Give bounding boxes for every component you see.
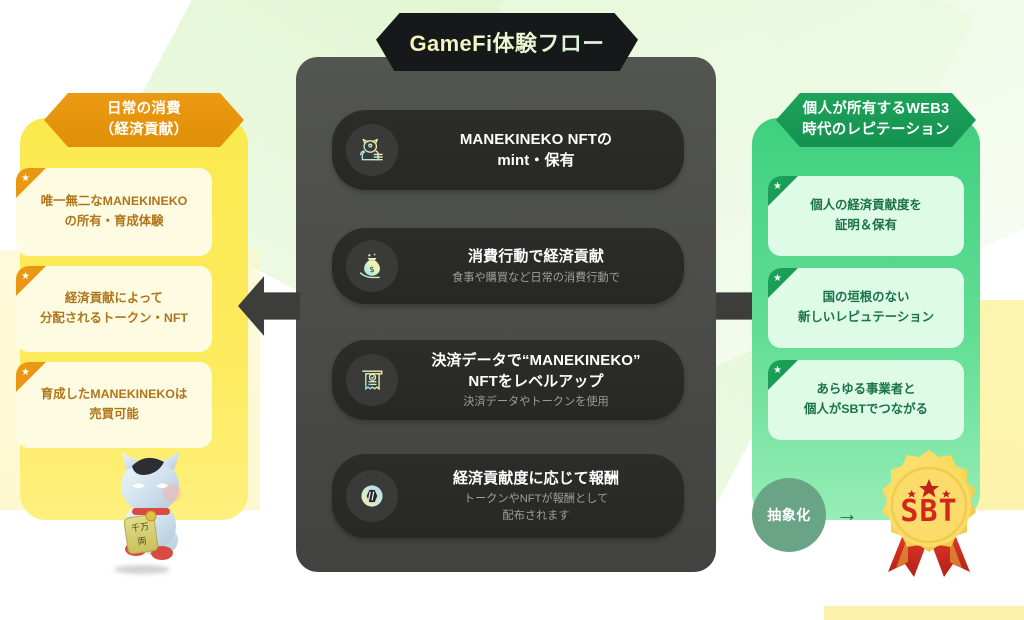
right-card-3[interactable]: ★ あらゆる事業者と 個人がSBTでつながる — [768, 360, 964, 440]
right-card-1-line1: 個人の経済貢献度を — [810, 198, 922, 213]
receipt-check-icon — [346, 354, 398, 406]
step-4-subtitle-line1: トークンやNFTが報酬として — [463, 493, 609, 506]
flow-step-4[interactable]: 経済貢献度に応じて報酬 トークンやNFTが報酬として 配布されます — [332, 454, 684, 538]
sbt-badge: SBT — [868, 448, 990, 578]
step-3-subtitle: 決済データやトークンを使用 — [463, 396, 609, 409]
right-card-2-line2: 新しいレピュテーション — [797, 310, 935, 324]
left-panel-header: 日常の消費 （経済貢献） — [44, 93, 244, 147]
left-card-3[interactable]: ★ 育成したMANEKINEKOは 売買可能 — [16, 362, 212, 448]
flow-step-3-text: 決済データで“MANEKINEKO” NFTをレベルアップ 決済データやトークン… — [398, 350, 684, 411]
step-1-title-line2: mint・保有 — [497, 152, 575, 169]
step-2-subtitle: 食事や購買など日常の消費行動で — [452, 271, 620, 284]
step-1-title-line1: MANEKINEKO NFTの — [459, 130, 613, 148]
right-header-line1: 個人が所有するWEB3 — [802, 100, 950, 117]
left-header-line2: （経済貢献） — [99, 122, 189, 138]
step-2-title: 消費行動で経済貢献 — [468, 248, 604, 266]
flow-step-1-text: MANEKINEKO NFTの mint・保有 — [398, 129, 684, 172]
right-panel-header: 個人が所有するWEB3 時代のレピテーション — [776, 93, 976, 147]
right-card-1[interactable]: ★ 個人の経済貢献度を 証明＆保有 — [768, 176, 964, 256]
step-3-title-line1: 決済データで“MANEKINEKO” — [431, 351, 641, 369]
maneki-neko-icon — [346, 124, 398, 176]
flow-step-2[interactable]: $ 消費行動で経済貢献 食事や購買など日常の消費行動で — [332, 228, 684, 304]
left-card-2-line1: 経済貢献によって — [64, 291, 164, 306]
left-card-2[interactable]: ★ 経済貢献によって 分配されるトークン・NFT — [16, 266, 212, 352]
flow-step-2-text: 消費行動で経済貢献 食事や購買など日常の消費行動で — [398, 246, 684, 286]
right-card-1-line2: 証明＆保有 — [835, 218, 897, 232]
right-header-line2: 時代のレピテーション — [802, 122, 950, 138]
left-card-1-line2: の所有・育成体験 — [64, 214, 164, 228]
token-coin-icon — [346, 470, 398, 522]
star-fold-icon: ★ — [768, 268, 798, 298]
step-3-title-line2: NFTをレベルアップ — [468, 372, 604, 390]
mascot-shadow — [114, 565, 170, 574]
left-card-2-line2: 分配されるトークン・NFT — [40, 311, 188, 325]
money-bag-hand-icon: $ — [346, 240, 398, 292]
right-card-2[interactable]: ★ 国の垣根のない 新しいレピュテーション — [768, 268, 964, 348]
flow-title-text: GameFi体験フロー — [409, 26, 604, 58]
left-header-line1: 日常の消費 — [107, 100, 181, 117]
svg-text:千万: 千万 — [130, 521, 149, 534]
abstraction-bubble: 抽象化 — [752, 478, 826, 552]
abstraction-label: 抽象化 — [767, 507, 811, 523]
star-fold-icon: ★ — [768, 176, 798, 206]
svg-text:$: $ — [369, 265, 374, 274]
maneki-neko-figure: 千万 両 — [96, 448, 206, 573]
right-card-3-line1: あらゆる事業者と — [816, 382, 916, 397]
left-card-1[interactable]: ★ 唯一無二なMANEKINEKO の所有・育成体験 — [16, 168, 212, 256]
star-fold-icon: ★ — [768, 360, 798, 390]
flow-step-3[interactable]: 決済データで“MANEKINEKO” NFTをレベルアップ 決済データやトークン… — [332, 340, 684, 420]
left-card-1-line1: 唯一無二なMANEKINEKO — [40, 194, 188, 209]
left-card-3-line1: 育成したMANEKINEKOは — [40, 387, 188, 402]
abstraction-arrow-icon: → — [836, 501, 858, 526]
step-4-subtitle-line2: 配布されます — [502, 509, 570, 522]
flow-title-banner: GameFi体験フロー — [376, 13, 638, 71]
flow-step-4-text: 経済貢献度に応じて報酬 トークンやNFTが報酬として 配布されます — [398, 468, 684, 524]
left-card-3-line2: 売買可能 — [89, 407, 139, 421]
svg-text:両: 両 — [137, 536, 147, 548]
step-4-title: 経済貢献度に応じて報酬 — [452, 470, 620, 488]
right-card-2-line1: 国の垣根のない — [822, 290, 910, 305]
flow-step-1[interactable]: MANEKINEKO NFTの mint・保有 — [332, 110, 684, 190]
svg-text:SBT: SBT — [900, 494, 957, 529]
right-card-3-line2: 個人がSBTでつながる — [804, 402, 928, 416]
